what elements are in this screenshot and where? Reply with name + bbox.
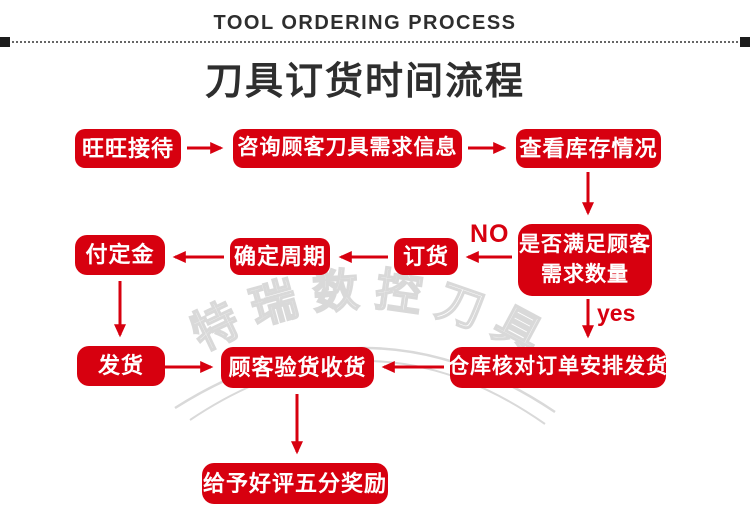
flow-node-consult-demand: 咨询顾客刀具需求信息: [233, 129, 462, 168]
flow-node-stock-sufficient: 是否满足顾客需求数量: [518, 224, 652, 296]
flow-node-reception: 旺旺接待: [75, 129, 181, 168]
flow-node-warehouse-arrange: 仓库核对订单安排发货: [448, 347, 667, 388]
flow-node-place-order: 订货: [394, 238, 458, 275]
flow-node-five-star-reward: 给予好评五分奖励: [202, 463, 388, 504]
branch-label-yes: yes: [597, 300, 636, 326]
divider-end-square-right: [740, 37, 750, 47]
flow-node-ship-goods: 发货: [77, 346, 165, 386]
flow-node-confirm-cycle: 确定周期: [230, 238, 330, 275]
english-title: TOOL ORDERING PROCESS: [213, 12, 517, 34]
page-title: 刀具订货时间流程: [204, 61, 525, 103]
divider-end-square-left: [0, 37, 10, 47]
flow-node-pay-deposit: 付定金: [75, 235, 165, 275]
branch-label-no: NO: [470, 220, 510, 248]
flow-node-check-stock: 查看库存情况: [516, 129, 661, 168]
flow-node-inspect-receive: 顾客验货收货: [221, 347, 374, 388]
dotted-divider: [0, 41, 750, 43]
